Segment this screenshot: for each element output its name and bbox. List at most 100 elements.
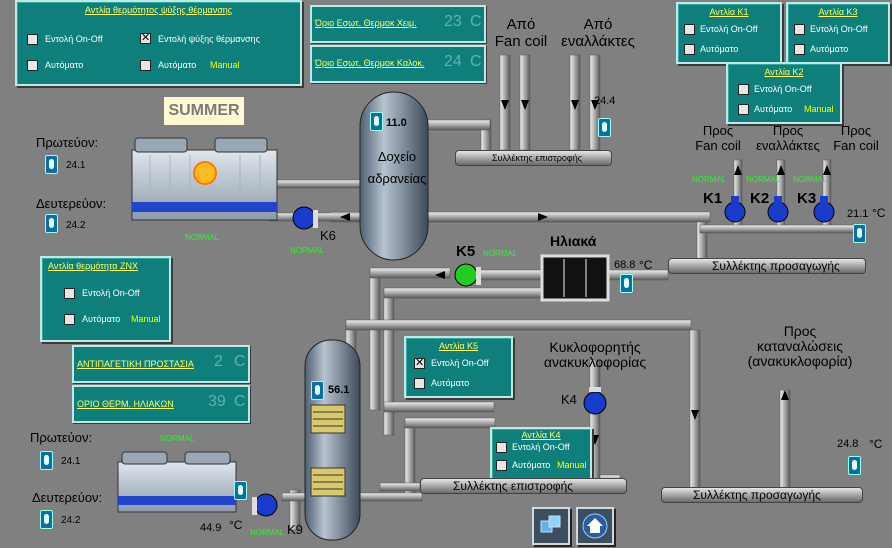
- label-k4-onoff: Εντολή On-Off: [512, 442, 570, 452]
- checkbox-k1-onoff[interactable]: [684, 24, 695, 35]
- checkbox-onoff[interactable]: [27, 34, 38, 45]
- label-k2-auto: Αυτόματο: [754, 104, 793, 114]
- label-k9: K9: [287, 522, 303, 537]
- solar-temp-unit: °C: [639, 258, 653, 272]
- supply-temp: 21.1: [847, 208, 869, 220]
- checkbox-k2-auto[interactable]: [738, 104, 749, 115]
- label-k1-auto: Αυτόματο: [700, 44, 739, 54]
- label-znx-auto: Αυτόματο: [82, 314, 121, 324]
- checkbox-znx-auto[interactable]: [64, 314, 75, 325]
- checkbox-znx-onoff[interactable]: [64, 288, 75, 299]
- thermometer-icon: [848, 456, 861, 475]
- panel-k5-title: Αντλία K5: [438, 341, 479, 351]
- supply-temp-unit: °C: [872, 206, 886, 220]
- label-solar: Ηλιακά: [550, 233, 597, 249]
- manual-badge: Manual: [210, 60, 240, 70]
- thermometer-icon: [234, 481, 247, 500]
- label-to-consumption: Προς καταναλώσεις (ανακυκλοφορία): [747, 323, 853, 369]
- label-buffer-tank: Δοχείο αδρανείας: [367, 149, 427, 186]
- setpoint-winter-unit: C: [470, 13, 482, 30]
- return-collector: [455, 150, 612, 166]
- manual-badge-znx: Manual: [131, 314, 161, 324]
- panel-k1: Αντλία K1 Εντολή On-Off Αυτόματο: [676, 2, 782, 64]
- label-k3-auto: Αυτόματο: [810, 44, 849, 54]
- pump-k6-icon: [292, 206, 318, 230]
- label-k3-onoff: Εντολή On-Off: [810, 24, 868, 34]
- supply-collector: [668, 258, 866, 274]
- checkbox-auto-1[interactable]: [27, 60, 38, 71]
- thermometer-icon: [45, 214, 58, 233]
- setpoint-summer-label: Όριο Εσωτ. Θερμοκ Καλοκ.: [315, 58, 425, 68]
- checkbox-k4-auto[interactable]: [496, 460, 507, 471]
- panel-k3: Αντλία K3 Εντολή On-Off Αυτόματο: [786, 2, 890, 64]
- checkbox-auto-2[interactable]: [140, 60, 151, 71]
- label-k6: K6: [320, 228, 336, 243]
- supply-collector-2: [661, 487, 863, 503]
- checkbox-k3-auto[interactable]: [794, 44, 805, 55]
- cubes-button[interactable]: [532, 507, 570, 545]
- thermometer-icon: [311, 381, 324, 400]
- status-k6: NORMAL: [290, 246, 325, 255]
- checkbox-k5-onoff[interactable]: ✕: [414, 357, 425, 369]
- setpoint-antifreeze[interactable]: ΑΝΤΙΠΑΓΕΤΙΚΗ ΠΡΟΣΤΑΣΙΑ 2 C: [72, 345, 250, 383]
- bottom-temp: 44.9: [200, 522, 222, 534]
- label-primary-2: Πρωτεύον:: [30, 430, 93, 445]
- status-chiller-2: NORMAL: [160, 434, 195, 443]
- checkbox-k4-onoff[interactable]: [496, 442, 507, 453]
- label-auto-1: Αυτόματο: [45, 60, 84, 70]
- secondary-2-temp: 24.2: [61, 515, 81, 526]
- panel-znx-pump: Αντλία θερμότητα ZNX Εντολή On-Off Αυτόμ…: [40, 256, 171, 342]
- checkbox-cool-heat[interactable]: ✕: [140, 32, 151, 44]
- label-secondary-2: Δευτερεύον:: [32, 490, 103, 505]
- checkbox-k3-onoff[interactable]: [794, 24, 805, 35]
- primary-2-temp: 24.1: [61, 456, 81, 467]
- thermometer-icon: [370, 112, 383, 131]
- label-k4-auto: Αυτόματο: [512, 460, 551, 470]
- label-to-fancoil-1: Προς Fan coil: [695, 123, 741, 153]
- setpoint-solar-limit-unit: C: [234, 393, 246, 410]
- secondary-1-temp: 24.2: [66, 220, 86, 231]
- label-return-collector: Συλλέκτης επιστροφής: [492, 153, 583, 163]
- thermometer-icon: [45, 155, 58, 174]
- manual-badge-k4: Manual: [557, 460, 587, 470]
- consumption-temp-unit: °C: [869, 437, 883, 451]
- primary-1-temp: 24.1: [66, 160, 86, 171]
- status-k3: NORMAL: [793, 175, 828, 184]
- label-primary-1: Πρωτεύον:: [36, 135, 99, 150]
- panel-k5: Αντλία K5 ✕ Εντολή On-Off Αυτόματο: [404, 336, 513, 398]
- label-onoff: Εντολή On-Off: [45, 34, 103, 44]
- setpoint-solar-limit[interactable]: ΟΡΙΟ ΘΕΡΜ. ΗΛΙΑΚΩΝ 39 C: [72, 385, 250, 423]
- panel-k1-title: Αντλία K1: [709, 7, 749, 17]
- setpoint-winter[interactable]: Όριο Εσωτ. Θερμοκ Χειμ. 23 C: [310, 5, 486, 43]
- status-k1: NORMAL: [692, 175, 727, 184]
- cubes-icon: [540, 515, 561, 533]
- consumption-temp: 24.8: [837, 438, 859, 450]
- checkbox-k1-auto[interactable]: [684, 44, 695, 55]
- label-k3: K3: [797, 190, 817, 207]
- label-circulator: Κυκλοφορητής ανακυκλοφορίας: [543, 339, 647, 370]
- setpoint-solar-limit-value: 39: [208, 393, 226, 410]
- setpoint-antifreeze-value: 2: [214, 353, 223, 370]
- label-return-collector-2: Συλλέκτης επιστροφής: [453, 479, 574, 493]
- thermometer-icon: [40, 451, 53, 470]
- status-chiller-1: NORMAL: [185, 233, 220, 242]
- setpoint-winter-label: Όριο Εσωτ. Θερμοκ Χειμ.: [315, 18, 417, 28]
- setpoint-winter-value: 23: [444, 13, 462, 30]
- thermometer-icon: [40, 510, 53, 529]
- label-supply-collector: Συλλέκτης προσαγωγής: [712, 259, 840, 273]
- home-button[interactable]: [576, 507, 614, 545]
- thermometer-icon: [598, 118, 611, 137]
- setpoint-antifreeze-unit: C: [234, 353, 246, 370]
- panel-znx-title: Αντλία θερμότητα ZNX: [48, 261, 138, 271]
- label-k1: K1: [703, 190, 723, 207]
- label-k2-onoff: Εντολή On-Off: [754, 84, 812, 94]
- label-to-exchangers: Προς εναλλάκτες: [756, 123, 820, 153]
- setpoint-summer[interactable]: Όριο Εσωτ. Θερμοκ Καλοκ. 24 C: [310, 45, 486, 83]
- label-cool-heat: Εντολή ψύξης θέρμανσης: [158, 34, 260, 44]
- bottom-temp-unit: °C: [229, 518, 243, 532]
- checkbox-k5-auto[interactable]: [414, 378, 425, 389]
- setpoint-summer-unit: C: [470, 53, 482, 70]
- checkbox-k2-onoff[interactable]: [738, 84, 749, 95]
- home-icon: [582, 513, 608, 539]
